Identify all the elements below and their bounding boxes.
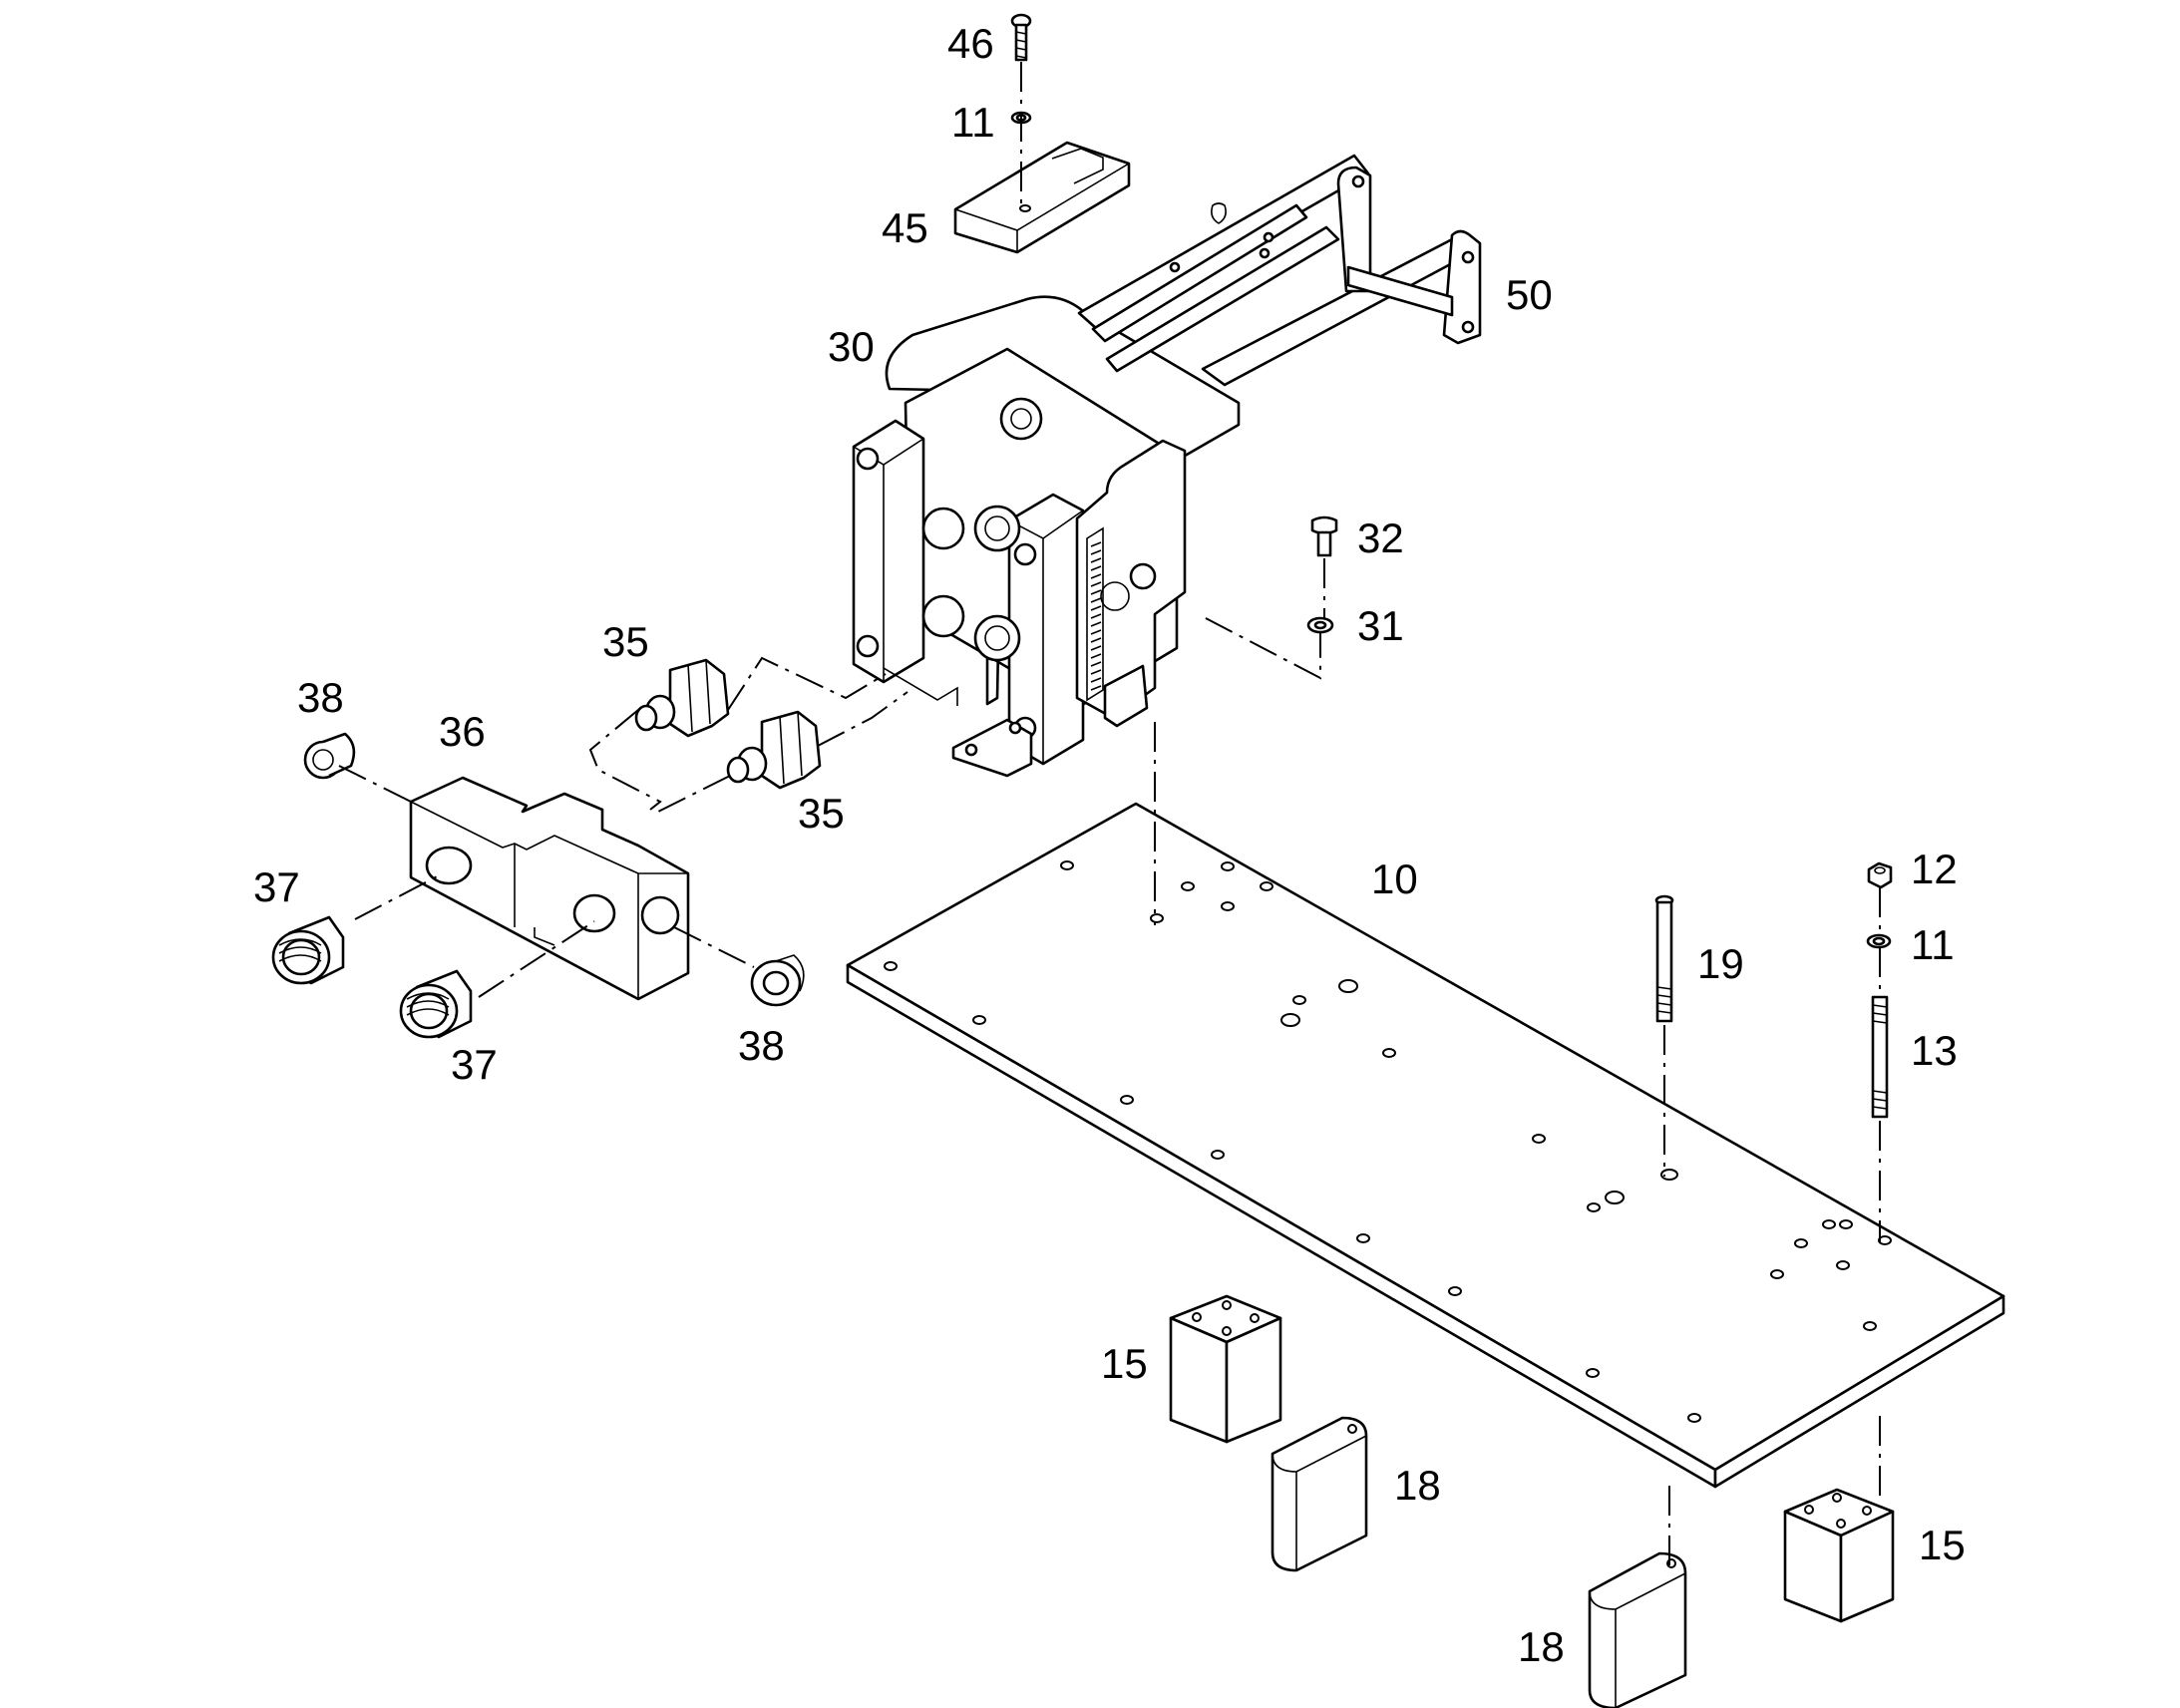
label-18-left: 18	[1394, 1462, 1441, 1509]
callout-labels: 46 11 45 50 30 32 31 35 38 36 35 37 37 3…	[253, 20, 1966, 1670]
manifold-block-36	[409, 776, 690, 1001]
label-31: 31	[1357, 602, 1404, 649]
nut-12	[1867, 861, 1893, 889]
label-36: 36	[439, 708, 486, 755]
plug-38-lower	[750, 954, 805, 1007]
label-11-right: 11	[1911, 921, 1955, 968]
label-35-lower: 35	[798, 790, 845, 837]
screw-19	[1654, 894, 1674, 1023]
plug-37-lower	[399, 969, 473, 1039]
block-45	[953, 141, 1131, 254]
label-37-left: 37	[253, 863, 300, 910]
screw-32	[1310, 515, 1338, 557]
label-30: 30	[828, 323, 875, 370]
label-12: 12	[1911, 846, 1958, 892]
foot-15-left	[1169, 1294, 1282, 1444]
label-11-top: 11	[951, 99, 995, 146]
label-38-upper: 38	[297, 674, 344, 721]
fitting-35-upper	[634, 658, 730, 738]
label-19: 19	[1697, 940, 1744, 987]
fitting-35-lower	[726, 710, 822, 790]
label-15-left: 15	[1101, 1340, 1148, 1387]
foot-15-right	[1783, 1488, 1895, 1623]
label-46: 46	[947, 20, 994, 67]
label-38-lower: 38	[738, 1022, 785, 1069]
feeder-assembly-30	[852, 154, 1482, 778]
label-37-lower: 37	[451, 1041, 498, 1088]
plug-37-left	[271, 915, 345, 985]
label-50: 50	[1506, 271, 1553, 318]
assembly-centerlines	[338, 62, 1881, 1565]
base-plate	[846, 802, 2005, 1489]
washer-31	[1306, 616, 1334, 634]
label-32: 32	[1357, 514, 1404, 561]
foot-18-left	[1271, 1416, 1368, 1572]
label-10: 10	[1371, 855, 1418, 902]
plug-38-upper	[303, 732, 356, 780]
screw-46	[1010, 13, 1032, 62]
washer-11-right	[1866, 933, 1892, 949]
label-18-right: 18	[1518, 1623, 1565, 1670]
label-13: 13	[1911, 1027, 1958, 1074]
stud-13	[1871, 995, 1889, 1119]
label-15-right: 15	[1919, 1522, 1966, 1568]
foot-18-right	[1588, 1551, 1687, 1708]
label-35-upper: 35	[602, 618, 649, 665]
label-45: 45	[882, 204, 928, 251]
